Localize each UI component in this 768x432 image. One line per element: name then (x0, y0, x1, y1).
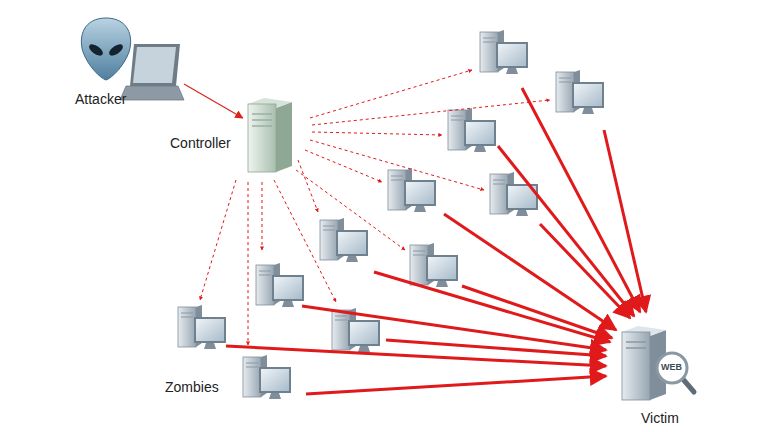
controller-server (248, 98, 292, 172)
node-label: Attacker (75, 91, 126, 107)
node-label: Controller (170, 135, 231, 151)
command-arrows (200, 70, 550, 345)
control-arrow (184, 84, 243, 118)
zombie-computers (178, 30, 604, 399)
group-label: Zombies (165, 379, 219, 395)
victim-node: Victim WEB (612, 322, 702, 426)
node-label: Victim (641, 410, 679, 426)
attacker-node: Attacker (72, 15, 184, 107)
controller-node: Controller (166, 118, 294, 174)
web-badge: WEB (661, 362, 682, 373)
attacker-icon (81, 18, 184, 100)
victim-server (622, 326, 694, 400)
attack-arrows (226, 88, 646, 394)
